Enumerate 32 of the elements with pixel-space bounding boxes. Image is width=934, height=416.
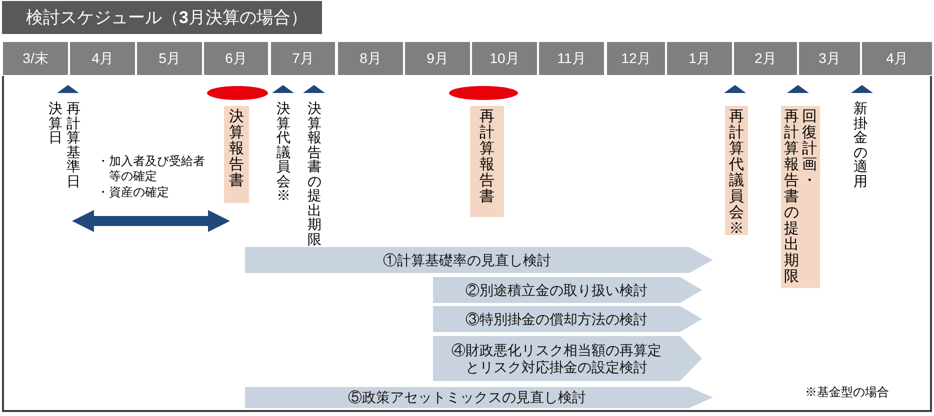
- bullet-text: ・加入者及び受給者等の確定: [97, 154, 206, 184]
- title-bar: 検討スケジュール（3月決算の場合）: [2, 1, 322, 34]
- month-cell: 11月: [539, 42, 604, 75]
- milestone-box: 回復計画・再計算報告書の提出期限: [781, 106, 820, 288]
- month-cell: 12月: [607, 42, 665, 75]
- task-bar: ①計算基礎率の見直し検討: [245, 247, 713, 273]
- milestone-box: 再計算報告書: [470, 106, 504, 217]
- bullet-text: ・資産の確定: [97, 185, 170, 200]
- month-cell: 3/末: [3, 42, 68, 75]
- month-cell: 4月: [862, 42, 932, 75]
- task-bar: ④財政悪化リスク相当額の再算定とリスク対応掛金の設定検討: [433, 336, 702, 381]
- vertical-label: 決算日: [48, 101, 63, 144]
- task-bar: ⑤政策アセットミックスの見直し検討: [245, 387, 713, 408]
- month-cell: 10月: [472, 42, 537, 75]
- month-cell: 2月: [734, 42, 797, 75]
- month-cell: 4月: [70, 42, 135, 75]
- task-bar: ③特別掛金の償却方法の検討: [433, 306, 702, 332]
- vertical-label: 新掛金の適用: [853, 101, 868, 188]
- month-cell: 3月: [799, 42, 860, 75]
- month-cell: 5月: [137, 42, 202, 75]
- month-cell: 7月: [271, 42, 335, 75]
- note-text: ※基金型の場合: [805, 385, 889, 400]
- month-cell: 9月: [405, 42, 470, 75]
- month-cell: 1月: [667, 42, 732, 75]
- vertical-label: 再計算基準日: [66, 101, 81, 188]
- vertical-label: 決算報告書の提出期限: [307, 101, 322, 246]
- vertical-label: 決算代議員会※: [276, 101, 291, 202]
- month-cell: 6月: [204, 42, 268, 75]
- task-bar: ②別途積立金の取り扱い検討: [433, 277, 702, 303]
- milestone-box: 決算報告書: [224, 106, 249, 203]
- month-cell: 8月: [338, 42, 403, 75]
- milestone-box: 再計算代議員会※: [725, 106, 748, 235]
